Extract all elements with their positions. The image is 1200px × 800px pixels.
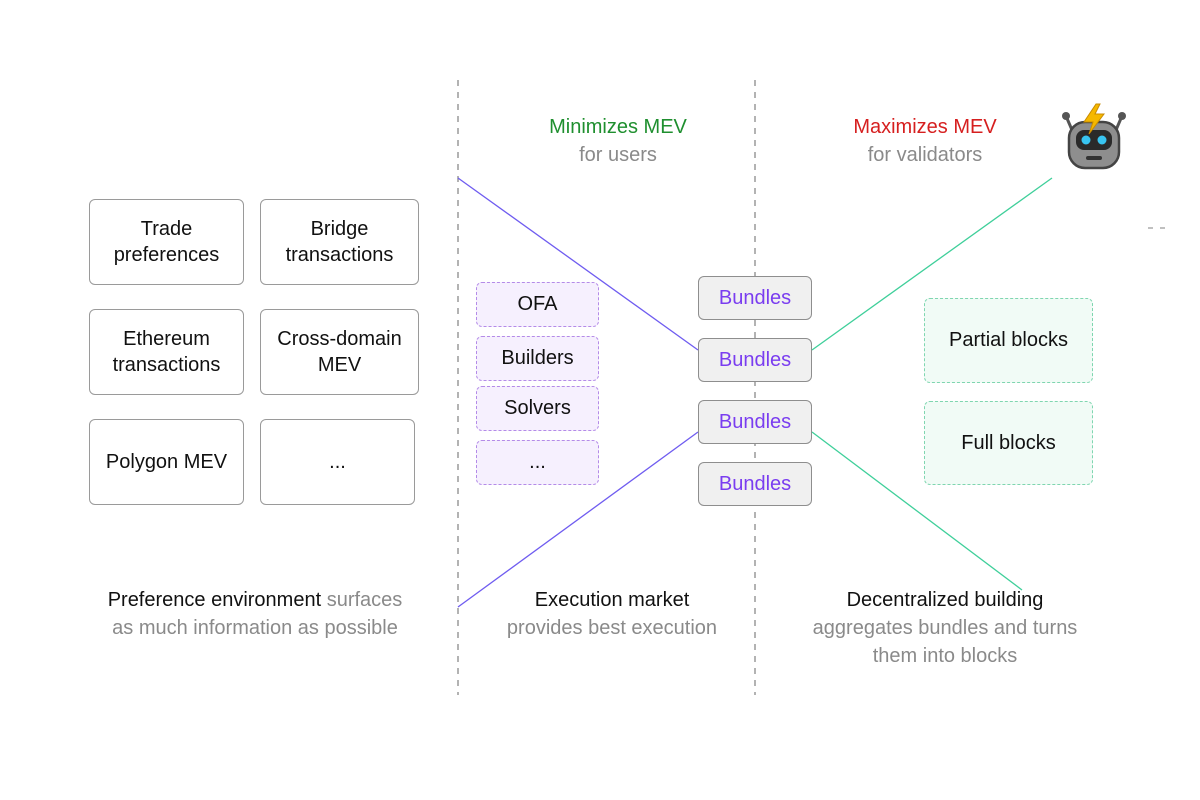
- bundle-box-2: Bundles: [698, 338, 812, 382]
- builder-line-upper: [811, 177, 1053, 351]
- block-box-partial: Partial blocks: [924, 298, 1093, 383]
- preference-caption-rest-1: surfaces: [321, 589, 403, 611]
- building-heading-sub: for validators: [867, 144, 983, 166]
- bundle-box-3: Bundles: [698, 400, 812, 444]
- preference-caption: Preference environment surfaces as much …: [70, 586, 440, 642]
- builder-line-lower: [811, 431, 1023, 591]
- building-caption-sub-1: aggregates bundles and turns: [812, 617, 1078, 639]
- robot-icon: [1060, 100, 1128, 172]
- market-caption-sub: provides best execution: [506, 617, 718, 639]
- preference-box-bridge-transactions: Bridge transactions: [260, 199, 419, 285]
- preference-caption-rest-2: as much information as possible: [112, 617, 398, 639]
- market-box-solvers: Solvers: [476, 386, 599, 431]
- market-caption: Execution market provides best execution: [482, 586, 742, 642]
- market-heading-sub: for users: [579, 144, 657, 166]
- preference-box-more: ...: [260, 419, 415, 505]
- market-box-ofa: OFA: [476, 282, 599, 327]
- funnel-line-lower: [457, 431, 699, 608]
- market-box-more: ...: [476, 440, 599, 485]
- building-caption-main: Decentralized building: [846, 589, 1044, 611]
- bundle-box-1: Bundles: [698, 276, 812, 320]
- preference-box-ethereum-transactions: Ethereum transactions: [89, 309, 244, 395]
- market-heading-main: Minimizes MEV: [549, 116, 687, 138]
- building-caption: Decentralized building aggregates bundle…: [790, 586, 1100, 670]
- market-caption-main: Execution market: [534, 589, 690, 611]
- building-caption-sub-2: them into blocks: [872, 645, 1018, 667]
- preference-box-trade-preferences: Trade preferences: [89, 199, 244, 285]
- market-heading: Minimizes MEV for users: [488, 113, 748, 169]
- building-heading-main: Maximizes MEV: [853, 116, 997, 138]
- preference-box-cross-domain-mev: Cross-domain MEV: [260, 309, 419, 395]
- preference-box-polygon-mev: Polygon MEV: [89, 419, 244, 505]
- preference-caption-main: Preference environment: [107, 589, 322, 611]
- building-heading: Maximizes MEV for validators: [795, 113, 1055, 169]
- block-box-full: Full blocks: [924, 401, 1093, 485]
- bundle-box-4: Bundles: [698, 462, 812, 506]
- market-box-builders: Builders: [476, 336, 599, 381]
- funnel-line-upper: [457, 177, 699, 351]
